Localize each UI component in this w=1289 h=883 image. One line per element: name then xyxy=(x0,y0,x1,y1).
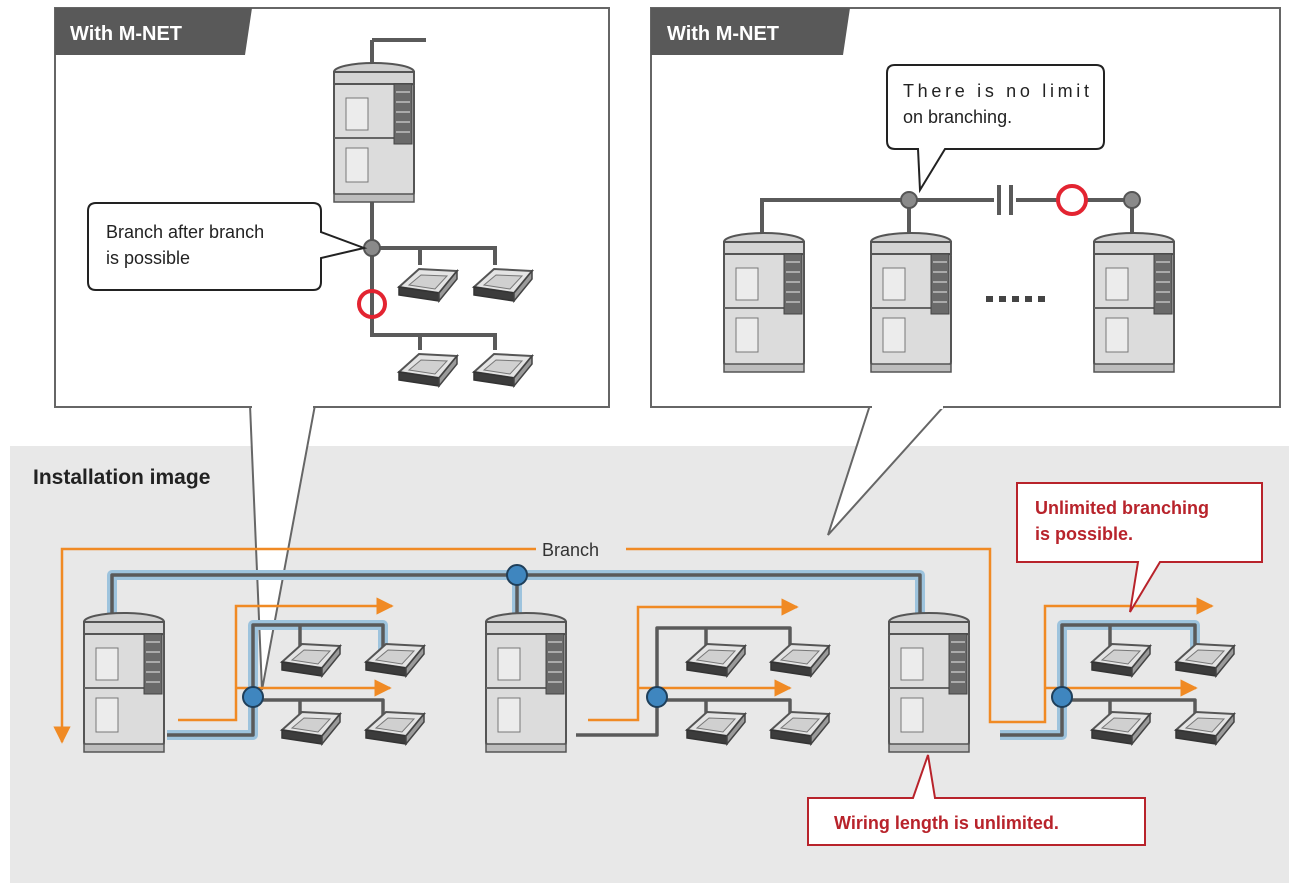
right-panel-ellipsis xyxy=(986,296,1045,302)
left-panel-callout-line-1: Branch after branch xyxy=(106,222,264,242)
right-panel-callout-bubble xyxy=(886,64,1105,194)
junction-node-right xyxy=(1051,686,1073,708)
right-panel: With M-NET There is no limit on branchin… xyxy=(650,7,1281,536)
orange-flow-lines xyxy=(178,597,799,722)
left-panel-tab xyxy=(55,8,252,55)
left-panel-callout-line-2: is possible xyxy=(106,248,190,268)
installation-title: Installation image xyxy=(33,466,210,489)
branch-label: Branch xyxy=(542,540,599,560)
junction-node-left xyxy=(242,686,264,708)
left-panel-callout-bubble xyxy=(87,202,368,291)
right-panel-callout-line-2: on branching. xyxy=(903,107,1012,127)
left-panel: With M-NET Branch after branch is possib… xyxy=(54,7,610,691)
right-panel-outdoor-unit-1 xyxy=(723,232,805,373)
left-panel-outdoor-unit xyxy=(333,62,415,203)
unlimited-branching-line-2: is possible. xyxy=(1035,524,1133,544)
right-panel-branch-node-1 xyxy=(900,191,918,209)
left-panel-tab-label: With M-NET xyxy=(70,23,182,45)
unlimited-branching-line-1: Unlimited branching xyxy=(1035,498,1209,518)
right-panel-outdoor-unit-2 xyxy=(870,232,952,373)
wiring-length-callout: Wiring length is unlimited. xyxy=(807,754,1146,846)
right-panel-branch-node-2 xyxy=(1123,191,1141,209)
left-panel-wiring xyxy=(370,38,497,350)
right-panel-tab xyxy=(651,8,850,55)
right-panel-outdoor-unit-3 xyxy=(1093,232,1175,373)
right-panel-tab-label: With M-NET xyxy=(667,23,779,45)
unlimited-branching-callout: Unlimited branching is possible. xyxy=(1016,482,1263,613)
junction-node-top xyxy=(506,564,528,586)
junction-node-middle xyxy=(646,686,668,708)
outdoor-unit-3 xyxy=(888,612,970,753)
outdoor-unit-2 xyxy=(485,612,567,753)
wiring-length-label: Wiring length is unlimited. xyxy=(834,813,1059,833)
orange-branch-line xyxy=(53,547,1214,744)
right-panel-red-marker xyxy=(1056,184,1088,216)
left-panel-red-marker xyxy=(357,289,387,319)
outdoor-unit-1 xyxy=(83,612,165,753)
